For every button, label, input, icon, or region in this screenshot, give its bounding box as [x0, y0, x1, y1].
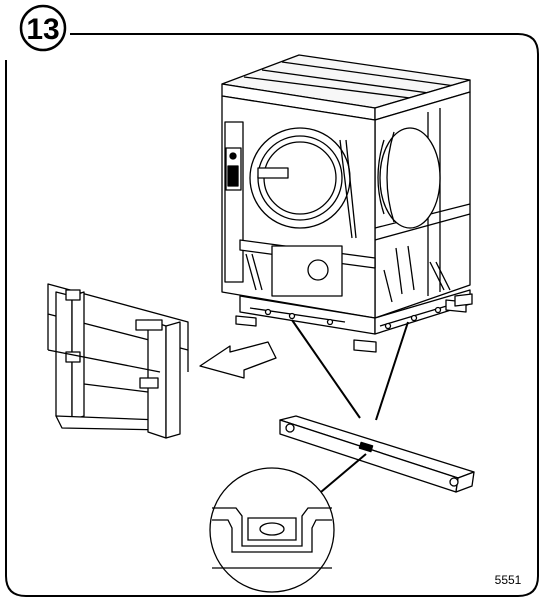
step-number: 13 [26, 13, 59, 46]
drum [379, 127, 441, 229]
step-badge: 13 [19, 4, 67, 52]
callout-lines [291, 319, 409, 421]
figure-id: 5551 [495, 573, 522, 587]
washer-extractor-machine [221, 54, 473, 353]
shipping-bracket-rail [279, 415, 475, 493]
shipping-bracket-assembly [47, 283, 189, 439]
panel-border [5, 33, 539, 597]
foot-front-left [235, 315, 257, 327]
door-handle [257, 167, 289, 179]
bracket-slot-zoom [209, 467, 335, 593]
removal-arrow [199, 341, 277, 379]
